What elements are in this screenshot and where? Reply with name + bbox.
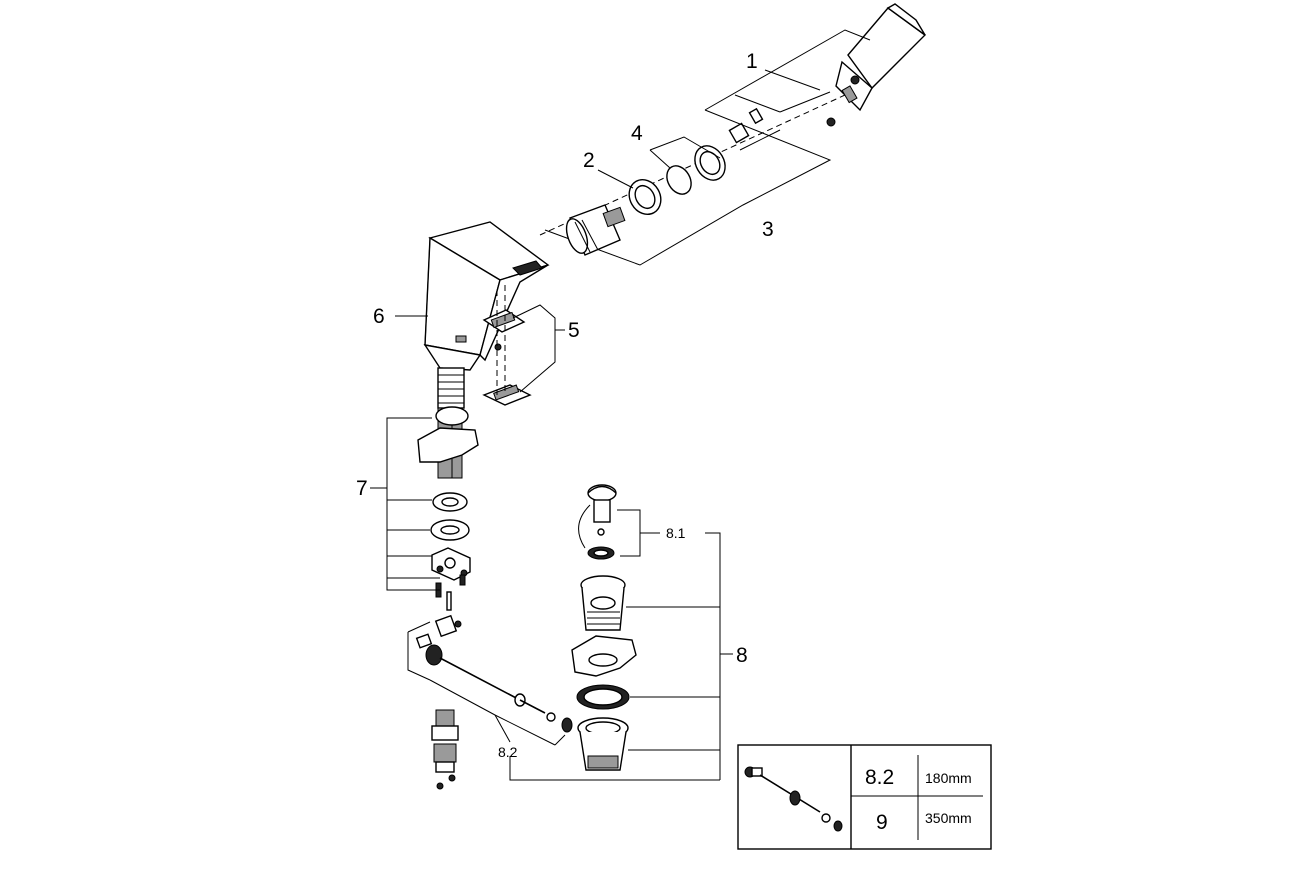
cartridge [565,204,626,256]
drain-tailpiece [577,717,629,771]
o-ring-7 [435,406,469,426]
callout-7: 7 [356,477,368,500]
hose-connector-lower [433,743,457,790]
rod-thumbnail-icon [744,766,843,832]
mounting-screws [435,574,466,611]
flat-washer-2 [430,519,470,541]
drain-body [580,575,626,631]
ring-4a [694,145,726,181]
callout-5: 5 [568,319,580,342]
spare-length-table: 8.2 180mm 9 350mm [737,744,992,850]
sensor-bracket-lower [482,384,532,406]
callout-2: 2 [583,149,595,172]
nut-2 [628,179,662,215]
basin-cutaway-upper [417,427,479,463]
callout-8-2: 8.2 [498,744,518,760]
hose-connector-upper [431,709,459,741]
table-row-2-ref: 9 [876,811,888,834]
pop-up-cap [587,484,617,536]
handle-lever [826,3,927,127]
table-row-1-length: 180mm [925,770,972,786]
clevis-clamp [415,614,462,649]
callout-6: 6 [373,305,385,328]
callout-4: 4 [631,122,643,145]
callout-8: 8 [736,644,748,667]
o-ring-4b [666,165,692,195]
seal-ring-8-1 [587,546,615,560]
faucet-body [423,221,550,371]
drain-gasket [576,684,630,710]
pivot-rod [425,644,573,733]
flat-washer-1 [432,492,468,512]
callout-1: 1 [746,50,758,73]
basin-cutaway-lower [571,635,637,677]
callout-3: 3 [762,218,774,241]
handle-screw-set [728,107,764,144]
table-row-1-ref: 8.2 [865,766,894,789]
table-row-2-length: 350mm [925,810,972,826]
callout-8-1: 8.1 [666,525,686,541]
